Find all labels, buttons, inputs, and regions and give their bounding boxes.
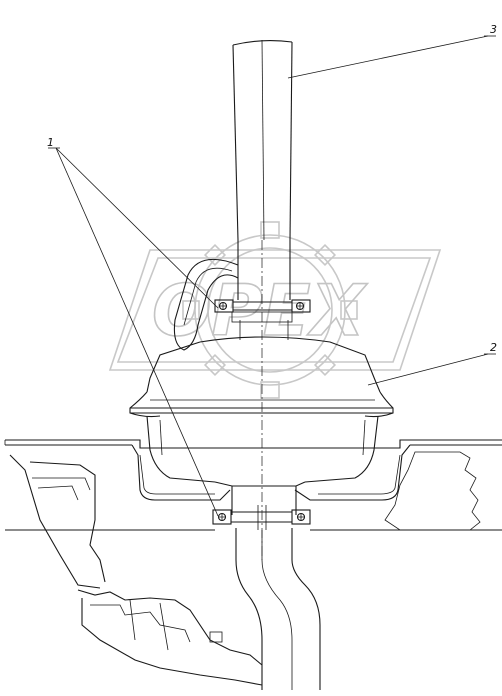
downpipe bbox=[231, 486, 321, 690]
tail-pipe bbox=[232, 39, 293, 340]
watermark-text: OPEX bbox=[152, 270, 368, 352]
inlet-bend-pipe bbox=[173, 258, 239, 351]
callout-2-label: 2 bbox=[490, 341, 497, 354]
body-panel bbox=[4, 439, 502, 531]
muffler bbox=[129, 240, 394, 560]
lower-clamp bbox=[212, 505, 311, 530]
upper-clamp bbox=[214, 299, 311, 323]
frame-structure bbox=[9, 454, 263, 686]
callout-1-label: 1 bbox=[47, 136, 54, 149]
callout-3-label: 3 bbox=[490, 23, 497, 36]
leader-lines bbox=[48, 35, 496, 517]
